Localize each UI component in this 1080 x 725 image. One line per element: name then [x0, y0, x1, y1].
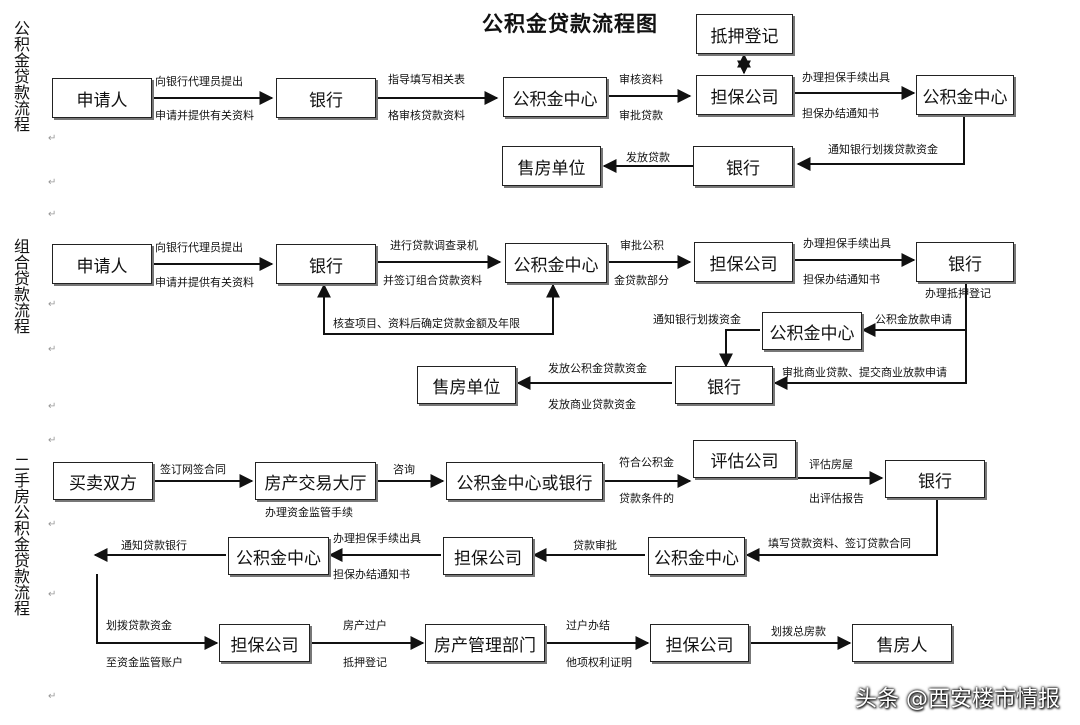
node-guarantee-company: 担保公司: [694, 242, 793, 282]
paragraph-mark: ↵: [48, 589, 57, 600]
edge-label: 审批贷款: [619, 109, 663, 122]
arrow: [796, 115, 965, 171]
node-applicant: 申请人: [52, 78, 152, 118]
edge-label: 发放贷款: [626, 151, 670, 164]
node-guarantee-company-2: 担保公司: [219, 624, 310, 662]
paragraph-mark: ↵: [48, 401, 57, 412]
section-title-secondhand-loan: 二手房公积金贷款流程: [11, 456, 30, 616]
edge-label: 咨询: [393, 463, 415, 476]
edge-label: 并签订组合贷款资料: [383, 274, 482, 287]
paragraph-mark: ↵: [48, 133, 57, 144]
edge-label: 公积金放款申请: [875, 313, 952, 326]
edge-label: 核查项目、资料后确定贷款金额及年限: [333, 317, 520, 330]
arrow: [96, 574, 219, 650]
edge-label: 向银行代理员提出: [155, 75, 243, 88]
edge-label: 办理担保手续出具: [803, 237, 891, 250]
node-fund-center: 公积金中心: [503, 77, 607, 117]
node-bank: 银行: [276, 78, 376, 118]
edge-label: 通知贷款银行: [121, 539, 187, 552]
edge-label: 贷款审批: [573, 539, 617, 552]
edge-label: 通知银行划拨资金: [653, 313, 741, 326]
node-guarantee-company: 担保公司: [696, 75, 793, 115]
edge-label: 办理资金监管手续: [265, 506, 353, 519]
edge-label: 向银行代理员提出: [155, 241, 243, 254]
edge-label: 贷款条件的: [619, 492, 674, 505]
arrow: [773, 330, 967, 390]
node-seller: 售房人: [852, 624, 952, 662]
page-title: 公积金贷款流程图: [482, 11, 658, 36]
node-fund-center-or-bank: 公积金中心或银行: [446, 462, 603, 500]
node-fund-center: 公积金中心: [505, 243, 607, 283]
edge-label: 担保办结通知书: [333, 568, 410, 581]
node-seller: 售房单位: [502, 146, 601, 186]
edge-label: 担保办结通知书: [803, 273, 880, 286]
edge-label: 审核资料: [619, 73, 663, 86]
node-fund-center-2: 公积金中心: [228, 537, 329, 575]
node-guarantee-company-3: 担保公司: [650, 624, 749, 662]
edge-label: 至资金监管账户: [106, 656, 183, 669]
edge-label: 出评估报告: [809, 492, 864, 505]
edge-label: 发放公积金贷款资金: [548, 362, 647, 375]
edge-label: 办理担保手续出具: [802, 71, 890, 84]
edge-label: 审批商业贷款、提交商业放款申请: [782, 366, 947, 379]
edge-label: 发放商业贷款资金: [548, 398, 636, 411]
edge-label: 过户办结: [566, 619, 610, 632]
arrow: [745, 500, 938, 562]
paragraph-mark: ↵: [48, 435, 57, 446]
watermark: 头条 @西安楼市情报: [855, 687, 1060, 712]
arrow: [719, 329, 760, 368]
node-bank: 银行: [885, 460, 985, 498]
edge-label: 通知银行划拨贷款资金: [828, 143, 938, 156]
edge-label: 他项权利证明: [566, 656, 632, 669]
node-housing-management-dept: 房产管理部门: [425, 624, 545, 662]
edge-label: 申请并提供有关资料: [155, 276, 254, 289]
edge-label: 担保办结通知书: [802, 107, 879, 120]
edge-label: 申请并提供有关资料: [155, 109, 254, 122]
edge-label: 符合公积金: [619, 456, 674, 469]
paragraph-mark: ↵: [48, 519, 57, 530]
node-fund-center-2: 公积金中心: [916, 75, 1014, 115]
paragraph-mark: ↵: [48, 177, 57, 188]
node-bank-3: 银行: [675, 366, 773, 404]
node-bank-2: 银行: [916, 242, 1014, 282]
node-fund-center-2: 公积金中心: [762, 312, 862, 350]
edge-label: 指导填写相关表: [388, 73, 465, 86]
edge-label: 签订网签合同: [160, 463, 226, 476]
edge-label: 填写贷款资料、签订贷款合同: [768, 537, 911, 550]
edge-label: 房产过户: [343, 619, 387, 632]
paragraph-mark: ↵: [48, 299, 57, 310]
node-fund-center: 公积金中心: [648, 537, 745, 575]
paragraph-mark: ↵: [48, 691, 57, 702]
node-bank-2: 银行: [693, 146, 793, 186]
edge-label: 划拨贷款资金: [106, 619, 172, 632]
node-mortgage-registration: 抵押登记: [696, 14, 793, 54]
node-trading-hall: 房产交易大厅: [255, 462, 376, 500]
edge-label: 评估房屋: [809, 458, 853, 471]
node-seller: 售房单位: [417, 366, 516, 404]
section-title-fund-loan: 公积金贷款流程: [11, 20, 30, 132]
edge-label: 抵押登记: [343, 656, 387, 669]
edge-label: 办理抵押登记: [925, 287, 991, 300]
node-guarantee-company: 担保公司: [443, 537, 533, 575]
node-appraisal-company: 评估公司: [693, 440, 796, 478]
section-title-combined-loan: 组合贷款流程: [11, 238, 30, 334]
edge-label: 进行贷款调查录机: [390, 239, 478, 252]
node-buyer-seller: 买卖双方: [53, 462, 153, 500]
paragraph-mark: ↵: [48, 209, 57, 220]
node-applicant: 申请人: [52, 244, 152, 284]
edge-label: 办理担保手续出具: [333, 532, 421, 545]
arrow: [317, 283, 560, 335]
edge-label: 格审核贷款资料: [388, 109, 465, 122]
node-bank: 银行: [276, 244, 376, 284]
edge-label: 审批公积: [620, 239, 664, 252]
edge-label: 划拨总房款: [771, 625, 826, 638]
paragraph-mark: ↵: [48, 344, 57, 355]
edge-label: 金贷款部分: [614, 274, 669, 287]
